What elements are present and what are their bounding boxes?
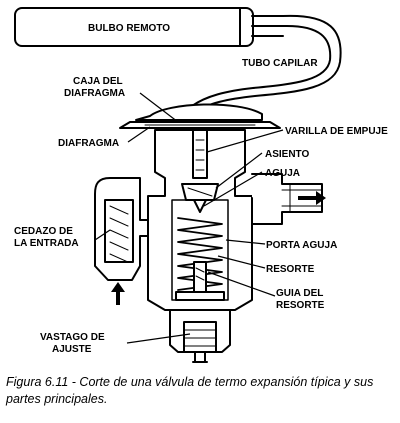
label-tubo-capilar: TUBO CAPILAR <box>242 58 318 69</box>
label-vastago-line2: AJUSTE <box>52 344 92 355</box>
label-bulbo-remoto: BULBO REMOTO <box>88 23 170 34</box>
label-porta-aguja: PORTA AGUJA <box>266 240 337 251</box>
capillary-tube <box>191 14 342 113</box>
arrow-right-icon <box>298 191 326 205</box>
label-vastago-line1: VASTAGO DE <box>40 332 105 343</box>
caption-line-2: partes principales. <box>6 392 108 406</box>
remote-bulb <box>14 7 284 47</box>
needle-seat <box>181 183 219 213</box>
valve-body <box>147 129 253 363</box>
label-varilla: VARILLA DE EMPUJE <box>285 126 388 137</box>
spring-guide <box>193 261 207 293</box>
label-caja-line2: DIAFRAGMA <box>64 88 125 99</box>
label-aguja: AGUJA <box>265 168 300 179</box>
label-resorte: RESORTE <box>266 264 315 275</box>
label-guia-line1: GUIA DEL <box>276 288 323 299</box>
label-guia-line2: RESORTE <box>276 300 325 311</box>
diaphragm-case <box>119 103 281 129</box>
label-diafragma: DIAFRAGMA <box>58 138 119 149</box>
outlet-fitting <box>251 173 323 225</box>
push-rod <box>192 129 208 179</box>
label-asiento: ASIENTO <box>265 149 309 160</box>
caption-line-1: Figura 6.11 - Corte de una válvula de te… <box>6 375 374 389</box>
label-caja-line1: CAJA DEL <box>73 76 123 87</box>
figure-caption: Figura 6.11 - Corte de una válvula de te… <box>6 374 398 408</box>
arrow-up-icon <box>111 282 125 305</box>
inlet-fitting <box>94 177 149 281</box>
label-cedazo-line2: LA ENTRADA <box>14 238 79 249</box>
label-cedazo-line1: CEDAZO DE <box>14 226 73 237</box>
